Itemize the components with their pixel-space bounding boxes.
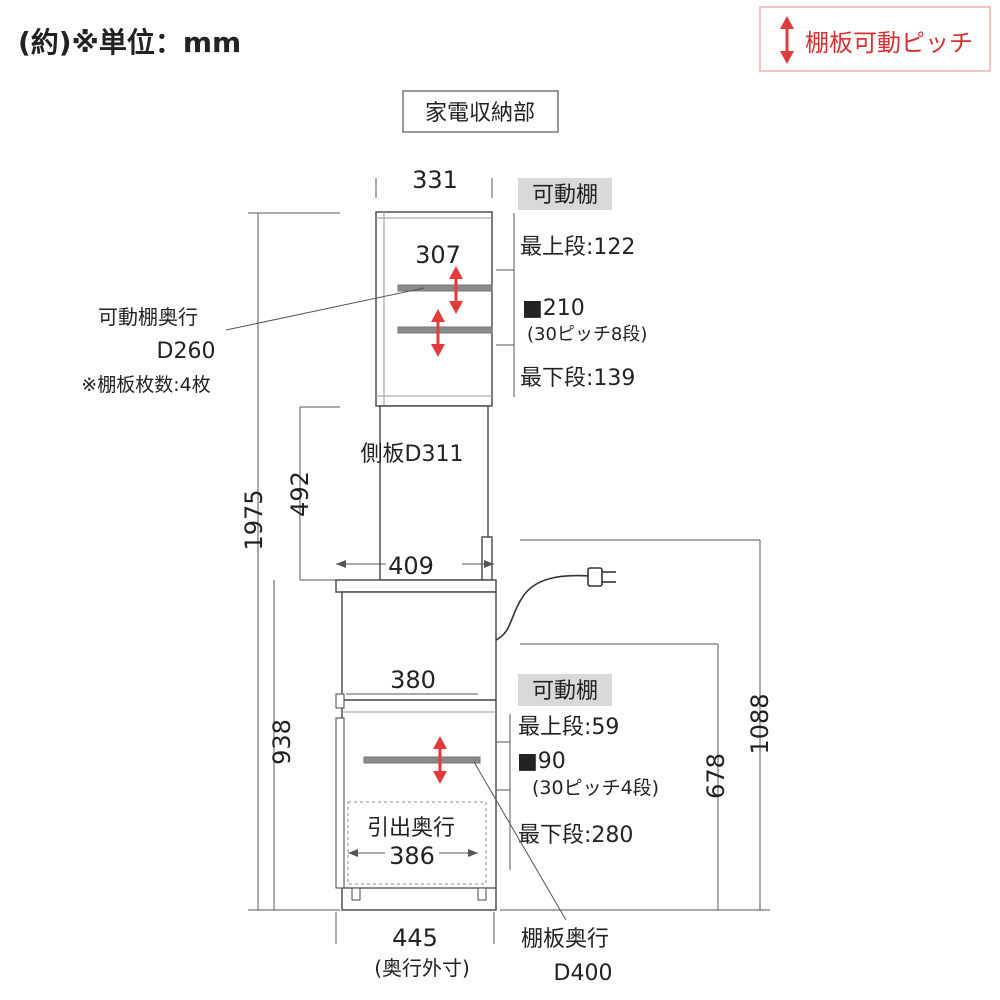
open-height: 492 (286, 471, 314, 517)
lower-top-gap: 最上段:59 (518, 715, 619, 740)
upper-top-gap: 最上段:122 (520, 235, 635, 260)
lower-shelf-depth-label: 棚板奥行 (521, 927, 609, 952)
upper-depth-value: D260 (157, 339, 216, 364)
upper-movable-tag (518, 178, 612, 210)
power-cord (495, 574, 591, 641)
lower-pitch-note: (30ピッチ4段) (532, 777, 659, 799)
outer-depth-note: (奥行外寸) (374, 956, 470, 980)
upper-shelf-count: ※棚板枚数:4枚 (81, 374, 210, 396)
side-panel (379, 405, 493, 581)
plug-icon (587, 567, 616, 587)
upper-pitch-range: ■210 (522, 296, 585, 321)
lower-inner-depth: 380 (390, 666, 436, 694)
drawer-label: 引出奥行 (367, 816, 455, 841)
legend-box: 棚板可動ピッチ (759, 6, 991, 72)
upper-bottom-gap: 最下段:139 (520, 366, 635, 391)
total-height: 1975 (240, 489, 268, 550)
counter-depth: 409 (388, 552, 434, 580)
section-label-box (402, 90, 559, 133)
outlet-height: 678 (702, 753, 730, 799)
upper-width-inner: 307 (415, 241, 461, 269)
lower-movable-tag-label: 可動棚 (532, 679, 598, 704)
lower-movable-tag (518, 674, 612, 706)
section-label: 家電収納部 (425, 101, 535, 126)
legend-label: 棚板可動ピッチ (805, 29, 973, 57)
lower-pitch-range: ■90 (517, 749, 566, 774)
counter-height: 1088 (746, 693, 774, 754)
unit-label: (約)※単位：mm (18, 26, 241, 59)
upper-cabinet (375, 211, 493, 407)
upper-movable-tag-label: 可動棚 (532, 183, 598, 208)
base-height: 938 (268, 719, 296, 765)
outer-depth: 445 (392, 924, 438, 952)
side-panel-label: 側板D311 (361, 442, 464, 467)
upper-pitch-note: (30ピッチ8段) (527, 324, 647, 345)
lower-shelf-depth-value: D400 (554, 961, 613, 986)
lower-bottom-gap: 最下段:280 (518, 823, 633, 848)
upper-width-outer: 331 (412, 166, 458, 194)
upper-depth-label: 可動棚奥行 (98, 305, 198, 329)
drawer-value: 386 (389, 842, 435, 870)
counter-top (335, 579, 497, 593)
